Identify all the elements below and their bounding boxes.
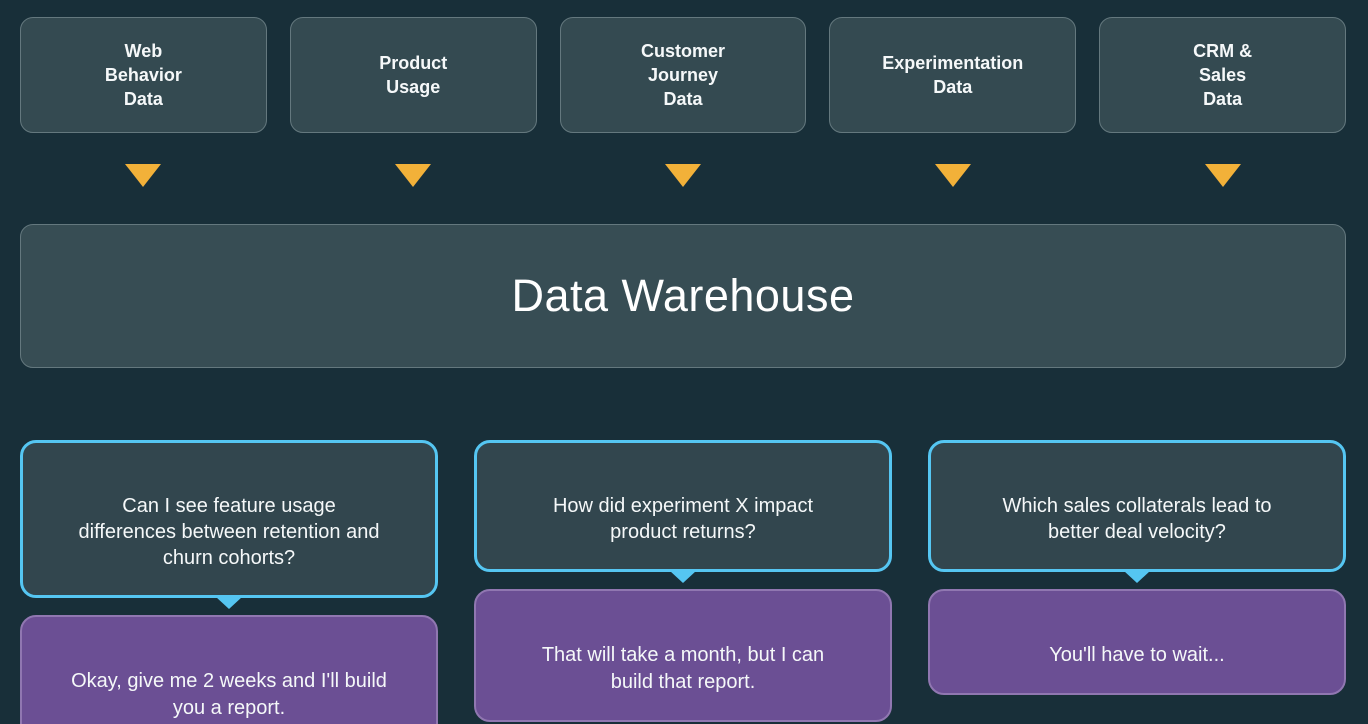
pointer-down-icon (670, 571, 696, 583)
arrow-down-icon (664, 164, 701, 187)
source-label: Web Behavior Data (104, 41, 182, 109)
source-label: Customer Journey Data (640, 41, 725, 109)
answer-bubble: Okay, give me 2 weeks and I'll build you… (20, 615, 438, 724)
source-label: Product Usage (379, 53, 448, 97)
arrow-down-icon (934, 164, 971, 187)
question-bubble: How did experiment X impact product retu… (474, 440, 892, 572)
question-bubble: Can I see feature usage differences betw… (20, 440, 438, 598)
pointer-down-icon (216, 597, 242, 609)
answer-text: Okay, give me 2 weeks and I'll build you… (71, 670, 387, 719)
conversation-sales-collaterals: Which sales collaterals lead to better d… (928, 440, 1346, 695)
question-text: Which sales collaterals lead to better d… (1002, 495, 1272, 543)
data-warehouse-box: Data Warehouse (20, 224, 1346, 368)
conversation-experiment-impact: How did experiment X impact product retu… (474, 440, 892, 722)
conversation-feature-usage: Can I see feature usage differences betw… (20, 440, 438, 724)
question-text: Can I see feature usage differences betw… (78, 495, 380, 569)
source-label: Experimentation Data (882, 53, 1024, 97)
source-label: CRM & Sales Data (1193, 41, 1253, 109)
answer-bubble: That will take a month, but I can build … (474, 589, 892, 722)
data-warehouse-title: Data Warehouse (511, 270, 855, 321)
answer-text: That will take a month, but I can build … (541, 644, 825, 693)
source-box-experimentation-data: Experimentation Data (829, 17, 1077, 133)
arrow-down-icon (395, 164, 432, 187)
answer-text: You'll have to wait... (1049, 644, 1225, 666)
question-bubble: Which sales collaterals lead to better d… (928, 440, 1346, 572)
flow-arrows-row (20, 164, 1346, 187)
source-box-customer-journey-data: Customer Journey Data (559, 17, 807, 133)
conversations-row: Can I see feature usage differences betw… (20, 440, 1346, 724)
pointer-down-icon (1124, 571, 1150, 583)
source-box-crm-sales-data: CRM & Sales Data (1099, 17, 1346, 133)
arrow-down-icon (1204, 164, 1241, 187)
source-box-product-usage: Product Usage (289, 17, 537, 133)
source-box-web-behavior-data: Web Behavior Data (20, 17, 267, 133)
sources-row: Web Behavior Data Product Usage Customer… (20, 17, 1346, 133)
question-text: How did experiment X impact product retu… (552, 495, 814, 543)
arrow-down-icon (125, 164, 162, 187)
answer-bubble: You'll have to wait... (928, 589, 1346, 695)
